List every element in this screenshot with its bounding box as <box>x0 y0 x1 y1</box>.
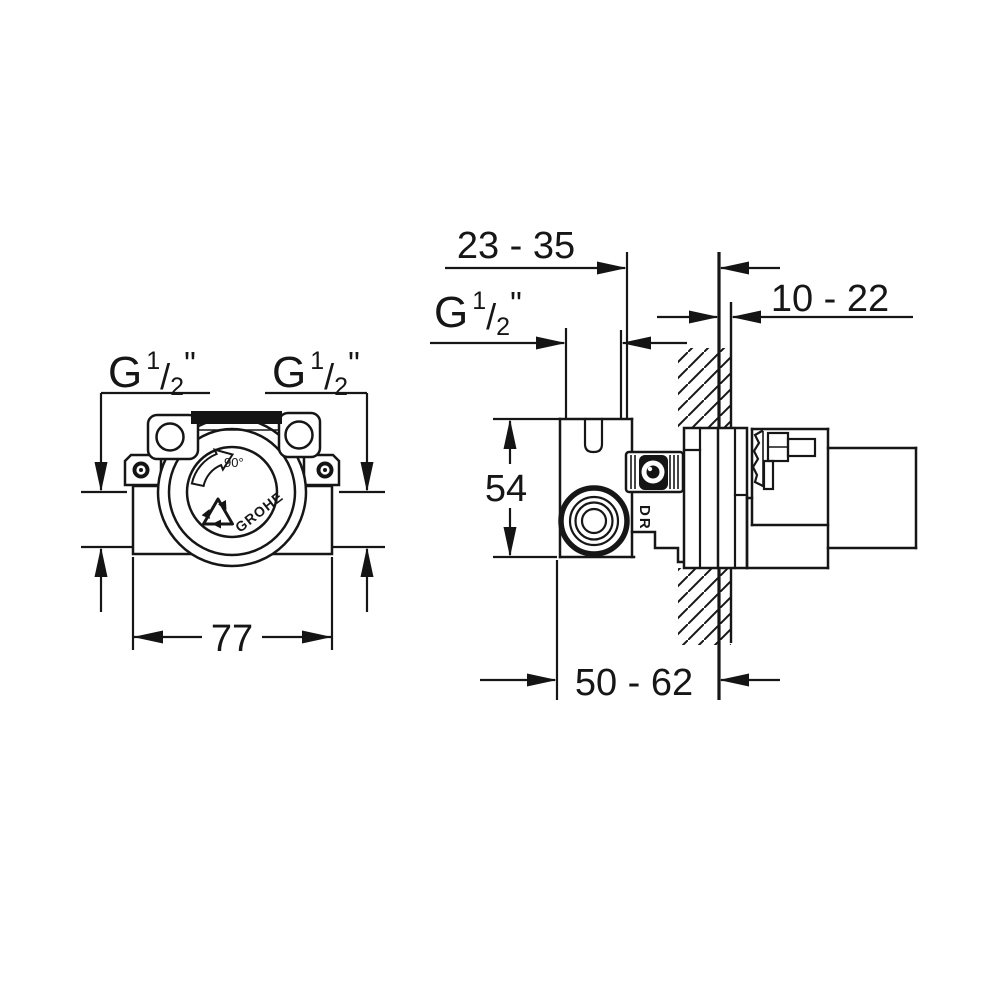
side-view: DR <box>430 225 918 704</box>
mounting-bracket <box>146 411 322 461</box>
top-slot <box>583 417 604 454</box>
dim-77-label: 77 <box>211 618 253 660</box>
middle-ring <box>167 427 297 557</box>
left-mount-tab <box>123 453 163 487</box>
rotation-90-arrow-icon <box>190 448 235 488</box>
left-ear-hole-icon <box>155 422 185 452</box>
inner-circle <box>185 445 279 539</box>
wall-hatch-top <box>678 348 731 428</box>
dim-23-35-label: 23 - 35 <box>457 225 575 267</box>
rotation-angle-label: 90° <box>224 455 244 470</box>
through-wall-flange <box>682 426 749 570</box>
valve-body-side: DR <box>558 417 686 564</box>
wall-hatch-bottom <box>678 568 731 645</box>
bracket-crossbar <box>191 411 282 424</box>
union-fitting <box>624 450 685 494</box>
wall-section <box>678 252 733 700</box>
adjuster-screw-icon <box>751 429 817 491</box>
dim-54-label: 54 <box>485 468 527 510</box>
protruding-cartridge <box>745 427 918 570</box>
dr-marking: DR <box>636 505 653 531</box>
right-ear-hole-icon <box>284 420 314 450</box>
dim-10-22-label: 10 - 22 <box>771 278 889 320</box>
right-mount-tab <box>302 453 341 487</box>
dim-50-62-label: 50 - 62 <box>575 662 693 704</box>
recycle-icon <box>201 497 234 529</box>
